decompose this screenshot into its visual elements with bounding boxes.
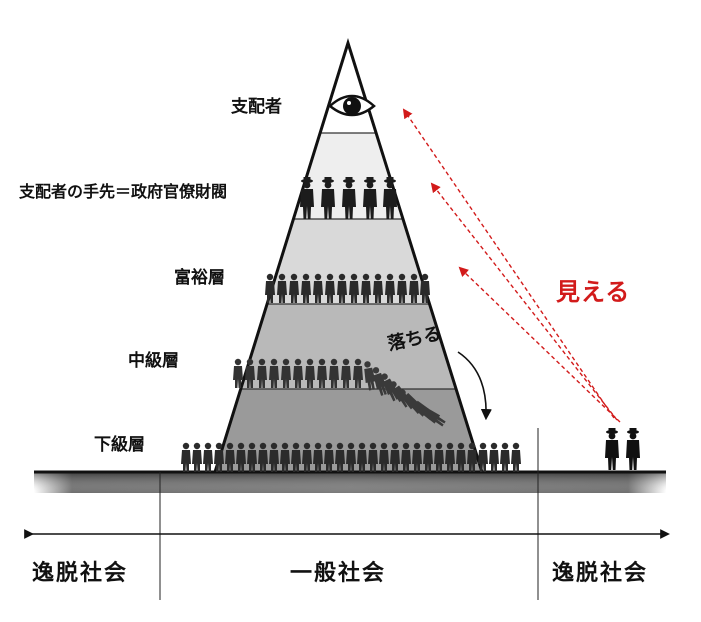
see-annotation: 見える	[556, 277, 631, 306]
society-label-center: 一般社会	[290, 560, 387, 586]
tier-label-middle: 中級層	[128, 351, 179, 371]
see-arrows	[402, 108, 621, 423]
observers-silhouette	[605, 428, 640, 470]
tier-label-lower: 下級層	[94, 435, 145, 455]
society-label-right: 逸脱社会	[552, 560, 649, 586]
fall-arrow	[457, 351, 492, 421]
tier-label-officials: 支配者の手先＝政府官僚財閥	[19, 182, 228, 201]
eye-icon	[328, 94, 376, 117]
tier-ruler	[321, 43, 376, 133]
society-label-left: 逸脱社会	[32, 560, 129, 586]
tier-label-ruler: 支配者	[231, 97, 282, 117]
tier-label-wealthy: 富裕層	[174, 268, 225, 288]
ground	[34, 470, 666, 493]
